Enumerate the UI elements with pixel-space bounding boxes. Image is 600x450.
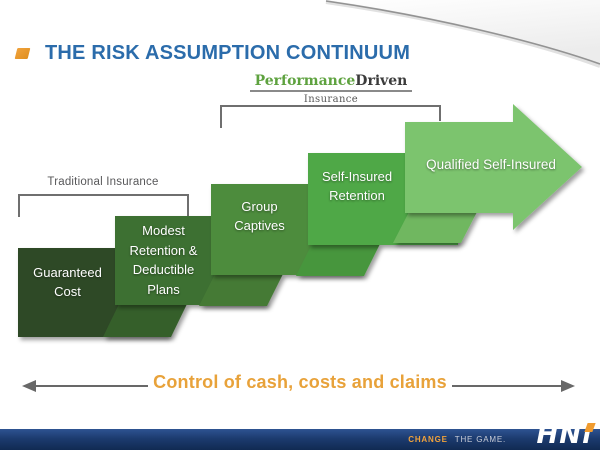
- step-label-line: Qualified Self-Insured: [426, 157, 556, 172]
- step-label-qualified-self-insured: Qualified Self-Insured: [406, 155, 576, 174]
- step-label-line: Captives: [234, 218, 285, 233]
- step-label-line: Self-Insured: [321, 169, 393, 184]
- step-label-line: Guaranteed: [33, 265, 102, 280]
- footer-arrow-left: [22, 380, 148, 392]
- step-label-line: Retention: [329, 188, 385, 203]
- hni-logo-i-accent: [584, 423, 596, 432]
- step-fold-modest: [103, 304, 187, 337]
- change-the-game-text: CHANGE THE GAME.: [408, 435, 506, 444]
- footer-arrow-right: [452, 380, 575, 392]
- step-label-line: Deductible: [132, 262, 195, 277]
- performance-driven-bracket: [220, 105, 441, 128]
- logo-wordmark: PerformanceDriven: [249, 73, 413, 92]
- top-right-curve-decoration: [325, 0, 600, 68]
- title-row: THE RISK ASSUMPTION CONTINUUM: [14, 40, 576, 66]
- step-label-line: Modest: [142, 223, 185, 238]
- footer-caption: Control of cash, costs and claims: [153, 372, 447, 392]
- change-label: CHANGE: [408, 435, 448, 444]
- step-label-modest-retention: Modest Retention & Deductible Plans: [116, 221, 211, 299]
- logo-insurance-text: Insurance: [303, 94, 359, 105]
- step-label-line: Plans: [147, 281, 180, 297]
- traditional-insurance-label: Traditional Insurance: [47, 176, 159, 188]
- step-fold-group-captives: [199, 274, 283, 306]
- step-label-line: Cost: [54, 284, 81, 299]
- hni-logo-hn: HN: [536, 420, 583, 450]
- step-label-guaranteed-cost: Guaranteed Cost: [18, 263, 117, 301]
- step-label-self-insured-retention: Self-Insured Retention: [309, 167, 405, 205]
- page-title: THE RISK ASSUMPTION CONTINUUM: [45, 41, 411, 64]
- step-fold-qualified: [393, 212, 477, 243]
- step-label-group-captives: Group Captives: [212, 197, 307, 235]
- performance-driven-logo: PerformanceDriven Insurance: [231, 72, 431, 105]
- hni-logo-i: i: [582, 422, 596, 448]
- step-label-line: Retention &: [129, 242, 198, 258]
- logo-driven-text: Driven: [355, 73, 408, 89]
- the-game-label: THE GAME.: [454, 435, 506, 444]
- bottom-brand-bar: CHANGE THE GAME. HN i: [0, 422, 600, 450]
- step-arrow-qualified-self-insured: [405, 104, 582, 230]
- traditional-insurance-bracket: [18, 194, 189, 217]
- logo-performance-text: Performance: [254, 73, 356, 89]
- hni-logo: HN i: [536, 420, 596, 450]
- step-label-line: Group: [241, 199, 278, 214]
- step-fold-self-insured: [296, 244, 380, 276]
